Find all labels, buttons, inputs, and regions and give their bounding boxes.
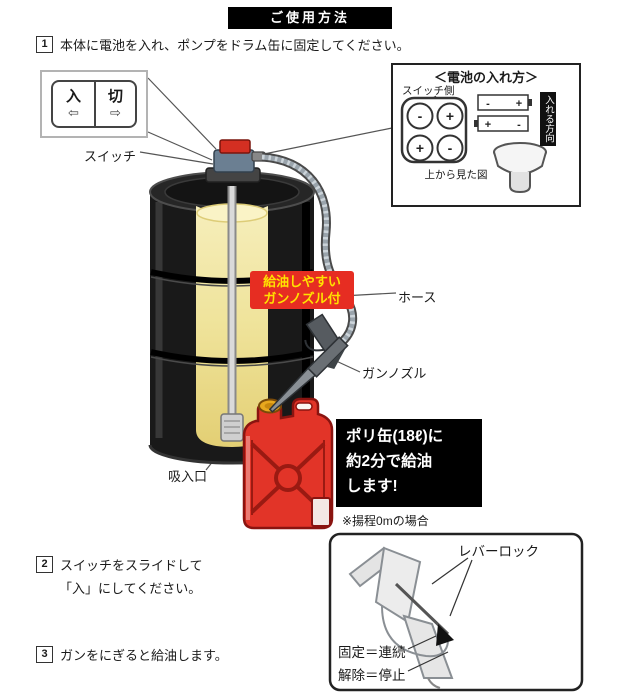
drum-can [148, 171, 316, 465]
lever-pointer-lines [407, 557, 473, 672]
step-1-text: 本体に電池を入れ、ポンプをドラム缶に固定してください。 [60, 38, 410, 53]
lock-wedge [436, 624, 454, 646]
insert-direction-bar: 入れる方向 [540, 92, 556, 146]
step-2: 2 スイッチをスライドして [36, 556, 316, 574]
step-2-text-line1: スイッチをスライドして [60, 558, 203, 573]
lever-lock-release-label: 解除＝停止 [338, 668, 406, 683]
pump-unit [205, 139, 266, 183]
switch-pointer-label: スイッチ [84, 149, 137, 164]
polarity-tr: + [446, 108, 454, 124]
battery2-right-sign: - [517, 119, 521, 131]
battery2-left-sign: + [485, 119, 491, 131]
switch-panel: 入 ⇦ 切 ⇨ [40, 70, 148, 138]
lever-gun-illustration [348, 546, 473, 689]
fill-time-info-box: ポリ缶(18ℓ)に 約2分で給油 します! [336, 419, 482, 507]
lever-lock-title: レバーロック [458, 544, 539, 559]
battery1-right-sign: + [516, 98, 522, 110]
badge-line1: 給油しやすい [263, 274, 341, 289]
polarity-tl: - [418, 108, 423, 124]
battery-top-view-caption: 上から見た図 [424, 169, 488, 181]
switch-on-cell[interactable]: 入 ⇦ [53, 82, 94, 126]
arrow-right-icon: ⇨ [110, 105, 121, 120]
gun-nozzle [268, 313, 349, 413]
step-3: 3 ガンをにぎると給油します。 [36, 646, 316, 664]
battery-box-title: ＜電池の入れ方＞ [433, 70, 538, 85]
info-line1: ポリ缶(18ℓ)に [346, 428, 444, 445]
lever-lock-fixed-label: 固定＝連続 [338, 645, 406, 660]
switch-off-label: 切 [107, 88, 123, 105]
polarity-br: - [448, 140, 453, 156]
arrow-left-icon: ⇦ [68, 105, 79, 120]
pump-switch [219, 139, 251, 154]
pump-side-view [493, 142, 547, 194]
step-1: 1 本体に電池を入れ、ポンプをドラム缶に固定してください。 [36, 36, 596, 54]
step-3-number: 3 [36, 646, 53, 663]
polarity-bl: + [416, 140, 424, 156]
info-line2: 約2分で給油 [346, 453, 433, 470]
switch-off-cell[interactable]: 切 ⇨ [94, 82, 135, 126]
info-line3: します! [346, 478, 398, 495]
connector-lines [139, 77, 397, 471]
page-title: ご使用方法 [269, 10, 350, 25]
badge-line2: ガンノズル付 [263, 291, 341, 306]
step-3-text: ガンをにぎると給油します。 [60, 648, 228, 663]
step-1-number: 1 [36, 36, 53, 53]
switch-on-label: 入 [65, 88, 81, 105]
battery1-left-sign: - [486, 98, 490, 110]
step-2-text-line2: 「入」にしてください。 [59, 581, 202, 596]
tank-handle-hole [295, 402, 313, 411]
gun-nozzle-badge: 給油しやすい ガンノズル付 [250, 271, 354, 309]
gun-nozzle-pointer-label: ガンノズル [362, 366, 427, 381]
hose [261, 152, 358, 345]
slide-switch[interactable]: 入 ⇦ 切 ⇨ [51, 80, 137, 128]
lift-note: ※揚程0mの場合 [342, 514, 429, 528]
battery-switch-side-label: スイッチ側 [402, 85, 455, 97]
step-2-number: 2 [36, 556, 53, 573]
page-title-bar: ご使用方法 [228, 7, 392, 29]
poly-tank [242, 397, 334, 530]
hose-pointer-label: ホース [398, 290, 437, 305]
inlet-pointer-label: 吸入口 [168, 469, 208, 484]
